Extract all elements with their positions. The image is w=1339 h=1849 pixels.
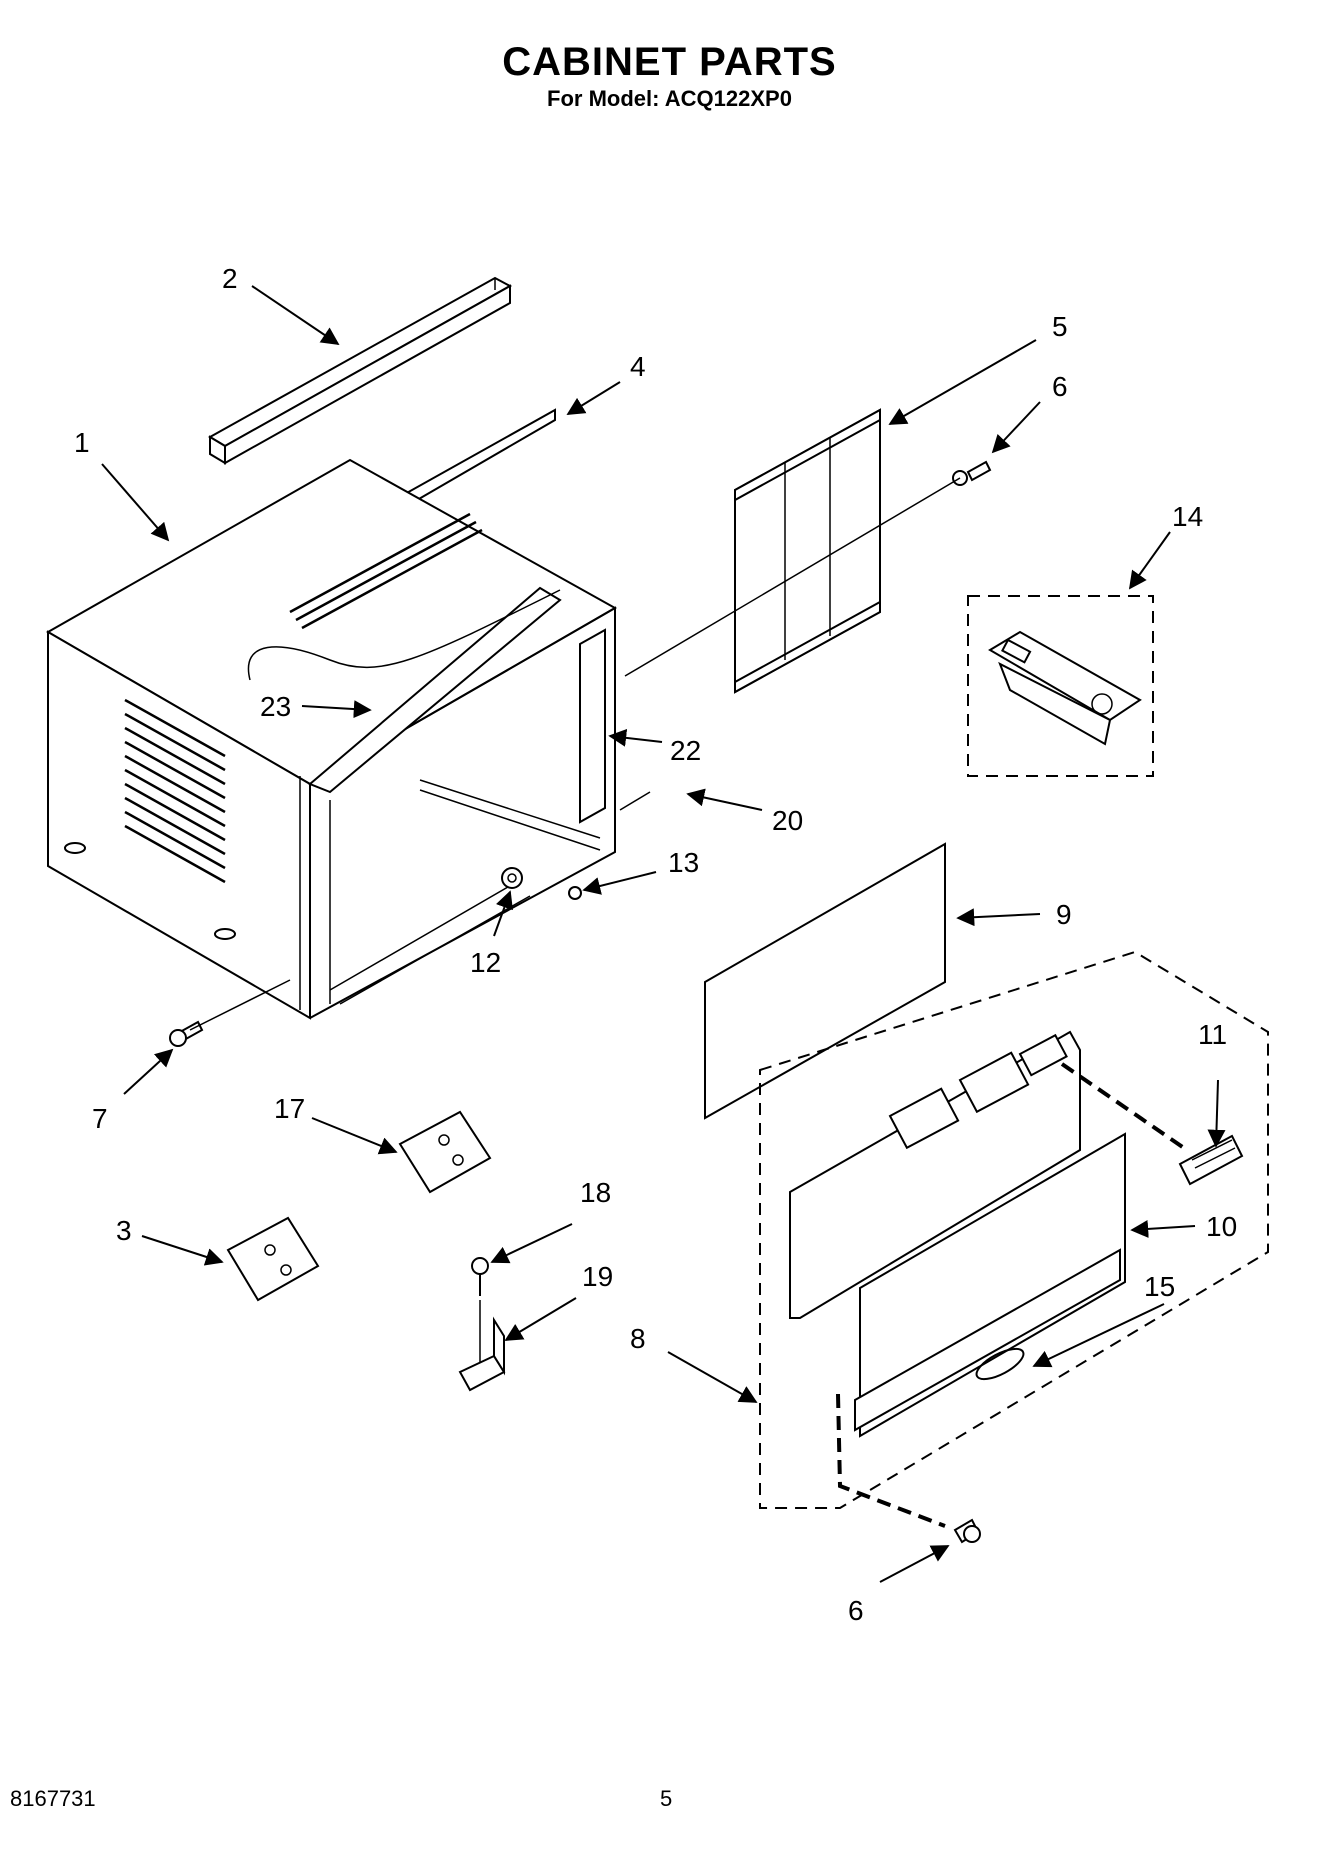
- part-6-screw-top: [952, 460, 992, 486]
- callout-1: 1: [74, 427, 90, 458]
- part-1-cabinet: [45, 458, 618, 1020]
- callout-12: 12: [470, 947, 501, 978]
- part-7-screw: [169, 1020, 204, 1047]
- page-title: CABINET PARTS: [502, 40, 837, 84]
- callout-18: 18: [580, 1177, 611, 1208]
- part-9-air-filter: [704, 842, 946, 1120]
- callout-8: 8: [630, 1323, 646, 1354]
- top-louvers: [289, 512, 483, 630]
- part-3-mounting-bracket: [226, 1216, 320, 1302]
- part-13-washer: [568, 886, 582, 900]
- callout-2: 2: [222, 263, 238, 294]
- page-number: 5: [660, 1786, 673, 1811]
- callout-10: 10: [1206, 1211, 1237, 1242]
- callout-4: 4: [630, 351, 646, 382]
- callout-5: 5: [1052, 311, 1068, 342]
- callout-7: 7: [92, 1103, 108, 1134]
- part-23-top-gasket: [247, 586, 562, 794]
- part-2-top-rail: [208, 276, 513, 465]
- part-5-side-curtain: [734, 408, 881, 694]
- part-14-remote-control: [967, 595, 1154, 777]
- callout-11: 11: [1198, 1019, 1227, 1050]
- callout-14: 14: [1172, 501, 1203, 532]
- part-19-bracket: [458, 1316, 506, 1392]
- callout-9: 9: [1056, 899, 1072, 930]
- callout-6-top: 6: [1052, 371, 1068, 402]
- model-subtitle: For Model: ACQ122XP0: [547, 86, 792, 111]
- part-12-grommet: [501, 867, 523, 889]
- callout-6-bottom: 6: [848, 1595, 864, 1626]
- part-18-screw: [471, 1257, 489, 1296]
- callout-13: 13: [668, 847, 699, 878]
- callout-20: 20: [772, 805, 803, 836]
- part-8-front-panel-assembly: [759, 950, 1269, 1509]
- part-17-mounting-bracket: [398, 1110, 492, 1194]
- part-11-vent-louver: [1178, 1134, 1244, 1186]
- part-22-side-gasket: [579, 628, 606, 824]
- callout-22: 22: [670, 735, 701, 766]
- document-number: 8167731: [10, 1786, 96, 1811]
- callout-15: 15: [1144, 1271, 1175, 1302]
- side-louvers: [124, 698, 226, 884]
- callout-23: 23: [260, 691, 291, 722]
- callout-19: 19: [582, 1261, 613, 1292]
- callout-3: 3: [116, 1215, 132, 1246]
- callout-17: 17: [274, 1093, 305, 1124]
- part-6-screw-bottom: [953, 1518, 981, 1544]
